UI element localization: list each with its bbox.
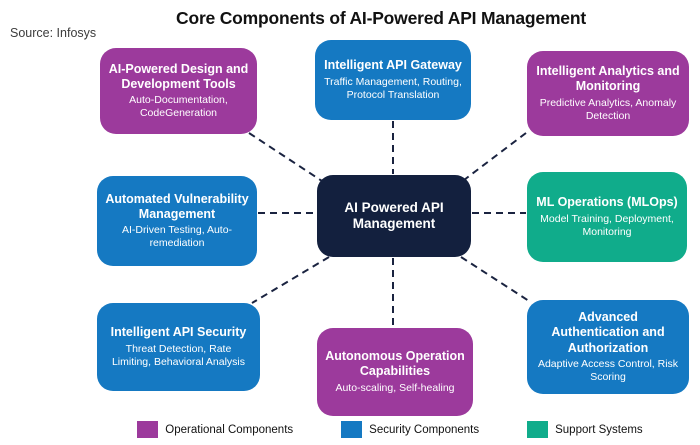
node-api-security-subtitle: Threat Detection, Rate Limiting, Behavio… bbox=[111, 342, 246, 368]
node-autonomous-operations: Autonomous Operation Capabilities Auto-s… bbox=[317, 328, 473, 416]
legend-swatch-operational bbox=[137, 421, 159, 438]
node-advanced-auth-title: Advanced Authentication and Authorizatio… bbox=[551, 310, 665, 355]
node-analytics-monitoring-title: Intelligent Analytics and Monitoring bbox=[536, 64, 680, 94]
node-design-tools-subtitle: Auto-Documentation, CodeGeneration bbox=[129, 94, 228, 120]
legend-swatch-security bbox=[341, 421, 363, 438]
connector-center-to-top-left bbox=[248, 132, 323, 182]
node-api-gateway: Intelligent API Gateway Traffic Manageme… bbox=[315, 40, 471, 120]
node-ml-operations-title: ML Operations (MLOps) bbox=[536, 195, 678, 210]
node-ml-operations: ML Operations (MLOps) Model Training, De… bbox=[527, 172, 687, 262]
node-center-ai-powered-api-management: AI Powered API Management bbox=[317, 175, 471, 257]
legend-item-operational: Operational Components bbox=[137, 421, 293, 438]
node-api-security: Intelligent API Security Threat Detectio… bbox=[97, 303, 260, 391]
node-autonomous-operations-subtitle: Auto-scaling, Self-healing bbox=[335, 381, 455, 394]
legend: Operational Components Security Componen… bbox=[0, 421, 700, 438]
connector-center-to-bottom-left bbox=[251, 256, 330, 304]
node-api-gateway-title: Intelligent API Gateway bbox=[324, 58, 462, 73]
node-vulnerability-management-subtitle: AI-Driven Testing, Auto-remediation bbox=[121, 224, 233, 250]
connector-center-to-top-right bbox=[463, 132, 527, 181]
legend-item-security: Security Components bbox=[341, 421, 479, 438]
legend-label-operational: Operational Components bbox=[165, 423, 294, 436]
node-ml-operations-subtitle: Model Training, Deployment, Monitoring bbox=[540, 212, 674, 238]
node-autonomous-operations-title: Autonomous Operation Capabilities bbox=[325, 349, 465, 379]
node-advanced-auth-subtitle: Adaptive Access Control, Risk Scoring bbox=[537, 357, 679, 383]
node-api-gateway-subtitle: Traffic Management, Routing, Protocol Tr… bbox=[324, 75, 462, 101]
node-design-tools-title: AI-Powered Design and Development Tools bbox=[108, 61, 249, 91]
legend-label-security: Security Components bbox=[369, 423, 480, 436]
connector-center-to-bottom-right bbox=[460, 256, 530, 302]
legend-swatch-support bbox=[527, 421, 549, 438]
page-title: Core Components of AI-Powered API Manage… bbox=[176, 8, 586, 28]
node-analytics-monitoring: Intelligent Analytics and Monitoring Pre… bbox=[527, 51, 689, 136]
node-advanced-auth: Advanced Authentication and Authorizatio… bbox=[527, 300, 689, 394]
node-api-security-title: Intelligent API Security bbox=[110, 325, 247, 340]
source-attribution: Source: Infosys bbox=[10, 26, 97, 40]
node-vulnerability-management: Automated Vulnerability Management AI-Dr… bbox=[97, 176, 257, 266]
node-analytics-monitoring-subtitle: Predictive Analytics, Anomaly Detection bbox=[539, 96, 677, 122]
node-vulnerability-management-title: Automated Vulnerability Management bbox=[105, 191, 249, 221]
node-center-title: AI Powered API Management bbox=[344, 199, 444, 231]
legend-label-support: Support Systems bbox=[555, 423, 643, 436]
legend-item-support: Support Systems bbox=[527, 421, 643, 438]
node-design-tools: AI-Powered Design and Development Tools … bbox=[100, 48, 257, 134]
